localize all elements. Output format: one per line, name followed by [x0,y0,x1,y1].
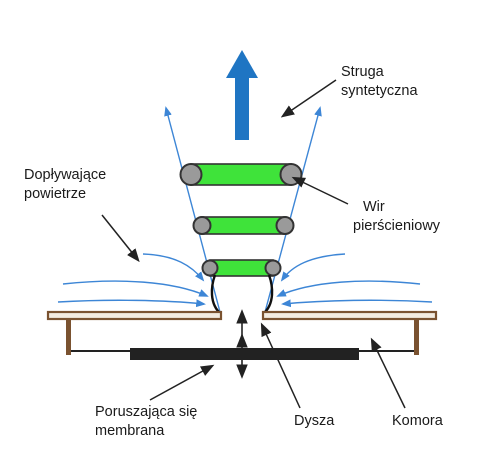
moving-membrane-label: Poruszająca się membrana [95,403,197,441]
synthetic-jet-label-line1: Struga [341,64,384,80]
moving-membrane-label-line2: membrana [95,423,165,439]
nozzle-label: Dysza [294,412,334,431]
inflow-air-label-line2: powietrze [24,186,87,202]
inflow-streamlines-right [276,253,433,308]
nozzle-label-text: Dysza [294,413,335,429]
inflow-streamlines-left [57,253,209,308]
ring-vortex-label-line1: Wir [363,199,385,215]
ring-vortex-top [179,163,303,186]
ring-vortex-middle [192,216,295,235]
chamber-label-text: Komora [392,413,443,429]
ring-vortex-label-line2: pierścieniowy [353,218,441,234]
chamber-body [46,310,438,355]
nozzle-lips [210,274,274,315]
jet-boundary-lines [164,106,322,313]
leader-lines [101,79,406,409]
moving-membrane-label-line1: Poruszająca się [95,404,198,420]
inflow-air-label: Dopływające powietrze [24,166,106,204]
synthetic-jet-arrow [226,50,258,140]
synthetic-jet-label-line2: syntetyczna [341,83,418,99]
synthetic-jet-label: Struga syntetyczna [341,63,418,101]
ring-vortex-label: Wir pierścieniowy [353,198,440,236]
inflow-air-label-line1: Dopływające [24,167,107,183]
ring-vortex-bottom [201,259,282,277]
chamber-label: Komora [392,412,443,431]
